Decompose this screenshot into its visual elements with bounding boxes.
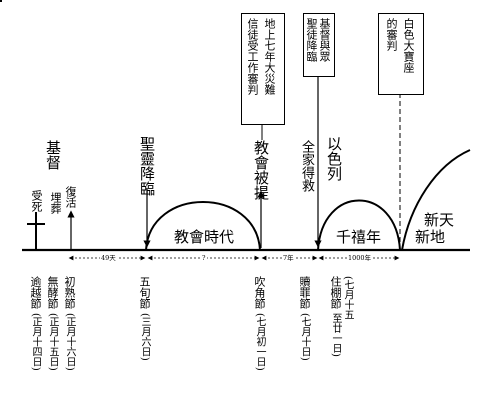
judgment-tribulation-box: 地上七年大災難 信徒受工作審判 [241,13,285,125]
new-heaven-label: 新天 [424,211,455,229]
trumpets-date: (七月初一日) [254,313,265,371]
passover-date: (正月十四日) [30,313,41,371]
cross-icon [27,212,45,250]
judgment-box [0,0,2,2]
rose-label: 復活 [64,186,77,208]
buried-label: 埋葬 [49,192,62,214]
passover-name: 逾越節 [29,276,42,309]
christ-saints-col1: 基督與眾 [318,18,331,62]
tabernacles-date-col2: 至廿一日) [330,313,341,357]
millennium-arc [317,199,401,251]
christ-saints-col2: 聖徒降臨 [305,18,318,62]
unleavened-bread-date: (正月十五日) [47,313,58,371]
white-throne-col1: 白色大寶座 [402,18,415,73]
white-throne-col2: 的審判 [385,18,398,51]
judgment-box-col1: 地上七年大災難 [263,18,276,95]
trumpets-name: 吹角節 [253,276,266,309]
atonement-date: (七月十日) [299,313,310,361]
unleavened-bread-name: 無酵節 [46,276,59,309]
church-age-arc [145,201,261,251]
firstfruits-date: (正月十六日) [64,313,75,371]
pentecost-name: 五旬節 [138,276,151,309]
all-saved-label: 全家得救 [299,140,314,192]
new-earth-label: 新地 [415,228,446,246]
tabernacles-name: 住棚節 [329,276,342,309]
interval-thousand-years-label: 1000年 [347,254,373,262]
white-throne-box: 白色大寶座 的審判 [378,13,424,95]
atonement-name: 贖罪節 [298,276,311,309]
interval-49-days-label: 49天 [100,254,117,262]
firstfruits-name: 初熟節 [63,276,76,309]
millennium-label: 千禧年 [336,228,382,246]
pentecost-date: (三月六日) [139,313,150,361]
christ-with-saints-box: 基督與眾 聖徒降臨 [303,13,335,77]
spirit-descends-label: 聖靈降臨 [138,136,156,196]
judgment-box-col2: 信徒受工作審判 [246,18,259,95]
interval-seven-years-label: 7年 [282,254,295,262]
church-age-label: 教會時代 [174,228,235,246]
tabernacles-date-col1: (七月十五 [342,276,353,320]
new-heaven-arc [401,149,471,251]
church-raptured-label: 教會被提 [252,140,270,200]
interval-unknown-label: ? [201,254,207,262]
israel-label: 以色列 [325,136,343,181]
christ-label: 基督 [44,140,62,170]
died-label: 受死 [30,190,43,212]
